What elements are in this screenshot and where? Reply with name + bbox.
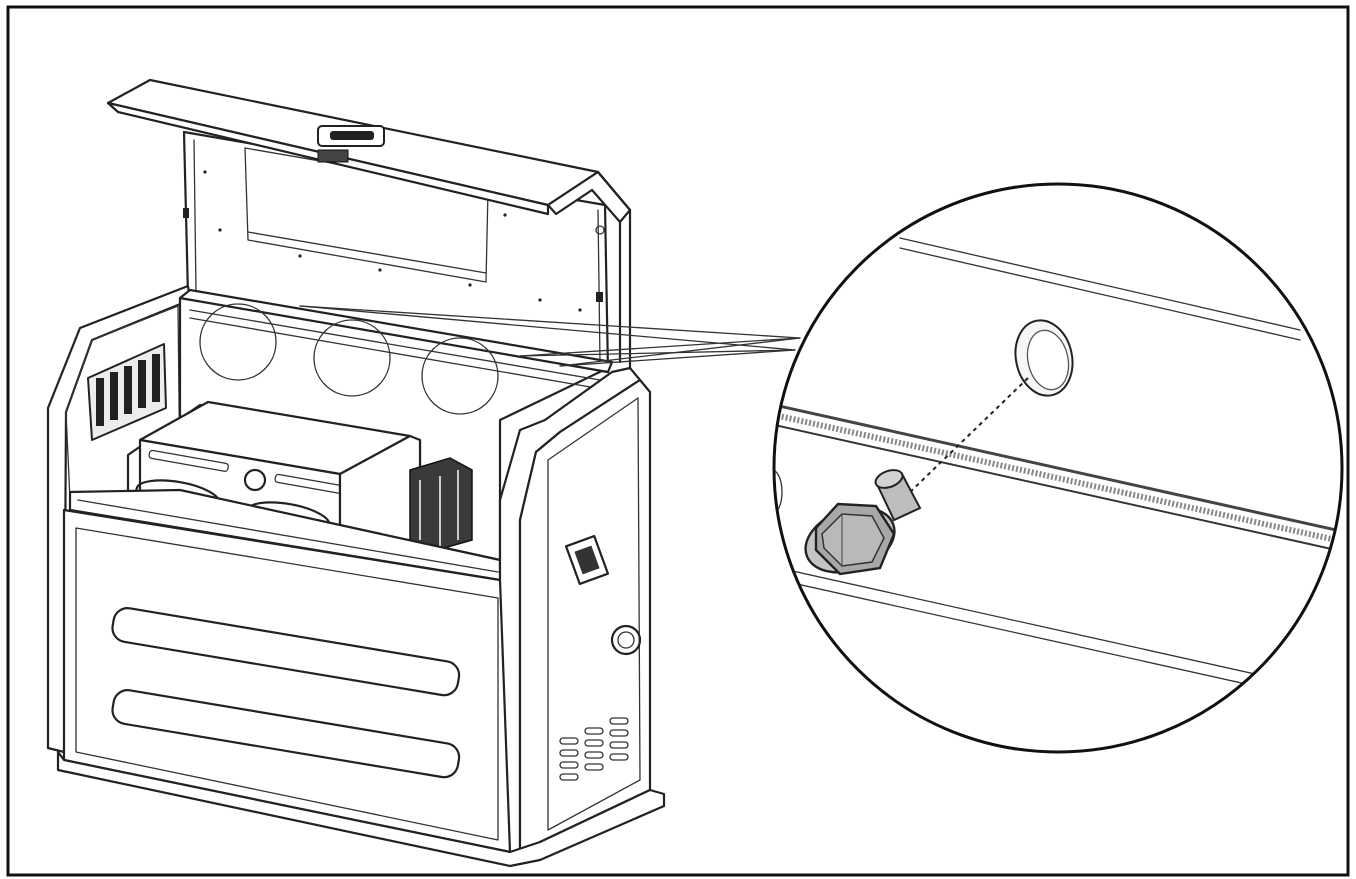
zoom-circle-outline (772, 182, 1344, 754)
mounting-hole (1014, 319, 1074, 397)
hex-bolt-icon (804, 469, 922, 576)
right-side-panel (498, 366, 652, 854)
enclosure-base (56, 750, 666, 868)
battery-enclosure-icon (46, 78, 666, 868)
callout-leader-lines (299, 305, 801, 367)
lid-top-plate (106, 78, 632, 370)
front-handle-upper (111, 607, 461, 697)
zoom-callout (772, 182, 1344, 754)
right-vent-grille (559, 717, 629, 781)
left-vent-grille (96, 354, 160, 426)
outlet-icon (610, 624, 642, 656)
front-panel (62, 508, 512, 854)
figure-border (6, 5, 1350, 877)
left-side-panel (46, 284, 192, 754)
front-handle-lower (111, 689, 461, 779)
